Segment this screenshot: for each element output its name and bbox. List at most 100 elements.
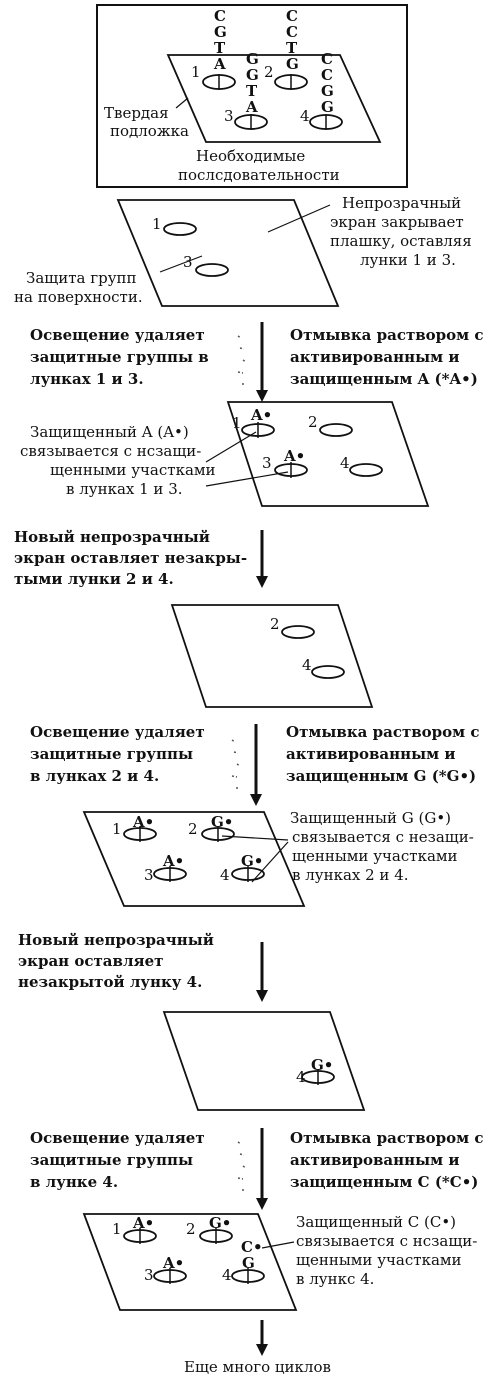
well-2-base-1: C	[286, 7, 298, 25]
well-2-base-2: C	[286, 23, 298, 41]
step-1-screen-line-3: плашку, оставляя	[330, 232, 472, 250]
step-2-right-line-1: Отмывка раствором с	[290, 326, 484, 344]
step-8-right-line-2: активированным и	[290, 1151, 460, 1169]
well-4-base-3: G	[321, 82, 334, 100]
well-3-base-1: G	[246, 50, 259, 68]
well-3-base-4: A	[245, 98, 258, 116]
step-1-protect-line-2: на поверхности.	[14, 288, 143, 306]
step-9-well-3-number: 3	[144, 1266, 154, 1284]
well-4-base-2: C	[321, 66, 333, 84]
step-9-well-4-base-c: C•	[241, 1238, 263, 1256]
step-2-deprotect-wash-a: Освещение удаляет защитные группы в лунк…	[30, 322, 484, 402]
step-3-text-line-4: в лунках 1 и 3.	[66, 480, 183, 498]
step-1-screen-pointer	[267, 204, 331, 233]
step-6-well-4-number: 4	[220, 866, 230, 884]
step-6-well-3-number: 3	[144, 866, 154, 884]
step-1-well-1-number: 1	[152, 215, 162, 233]
step-4-new-mask: Новый непрозрачный экран оставляет незак…	[14, 528, 374, 708]
step-5-deprotect-wash-g: Освещение удаляет защитные группы в лунк…	[30, 723, 480, 806]
step-5-left-line-1: Освещение удаляет	[30, 723, 205, 741]
step-3-well-2-number: 2	[308, 413, 318, 431]
step-2-left-line-2: защитные группы в	[30, 348, 209, 366]
step-8-deprotect-wash-c: Освещение удаляет защитные группы в лунк…	[30, 1128, 484, 1210]
step-7-well-4-number: 4	[296, 1068, 306, 1086]
support-label-line-2: подложка	[110, 122, 189, 140]
step-2-left-line-1: Освещение удаляет	[30, 326, 205, 344]
step-7-text-line-2: экран оставляет	[18, 952, 163, 970]
well-1-base-2: G	[214, 23, 227, 41]
step-6-pointer-2	[221, 835, 289, 841]
support-pointer	[175, 97, 189, 109]
well-2-number: 2	[264, 63, 274, 81]
step-8-left-line-1: Освещение удаляет	[30, 1129, 205, 1147]
well-4-base-1: C	[321, 50, 333, 68]
step-6-well-1-number: 1	[112, 820, 122, 838]
step-3-pointer-3	[205, 471, 289, 487]
step-4-text-line-2: экран оставляет незакры-	[14, 549, 247, 567]
step-8-light-rays	[237, 1141, 247, 1191]
step-3-text-line-1: Защищенный A (A•)	[30, 423, 189, 441]
step-7-text-line-3: незакрытой лунку 4.	[18, 973, 202, 991]
well-2-base-4: G	[286, 55, 299, 73]
step-4-well-2	[281, 625, 315, 639]
step-1-screen-line-4: лунки 1 и 3.	[360, 251, 456, 269]
footer: Еще много циклов	[184, 1320, 331, 1376]
step-6-well-3-base: A•	[162, 852, 184, 870]
well-3-base-2: G	[246, 66, 259, 84]
step-2-left-line-3: лунках 1 и 3.	[30, 370, 144, 388]
top-panel-frame	[96, 4, 408, 188]
step-3-plate	[226, 401, 430, 507]
step-6-well-4-base: G•	[241, 852, 263, 870]
step-5-left-line-2: защитные группы	[30, 745, 193, 763]
step-1-protect-line-1: Защита групп	[26, 269, 137, 287]
step-3-text-line-3: щенными участками	[50, 461, 216, 479]
step-8-right-line-3: защищенным C (*C•)	[290, 1173, 478, 1191]
step-5-left-line-3: в лунках 2 и 4.	[30, 767, 159, 785]
step-7-text-line-1: Новый непрозрачный	[18, 931, 214, 949]
well-1-base-4: A	[213, 55, 226, 73]
step-9-well-1-base: A•	[132, 1214, 154, 1232]
step-4-well-4-number: 4	[302, 656, 312, 674]
step-5-right-line-3: защищенным G (*G•)	[286, 767, 476, 785]
top-caption-line-1: Необходимые	[196, 147, 305, 165]
step-6-well-2-number: 2	[188, 820, 198, 838]
step-3-well-1-number: 1	[232, 414, 242, 432]
step-4-well-4	[311, 665, 345, 679]
step-3-well-3-base: A•	[283, 447, 305, 465]
step-6-text-line-4: в лунках 2 и 4.	[292, 866, 409, 884]
step-2-right-line-3: защищенным A (*A•)	[290, 370, 478, 388]
step-4-text-line-3: тыми лунки 2 и 4.	[14, 570, 174, 588]
step-6-text-line-2: связывается с незащи-	[292, 828, 474, 846]
step-3-well-3-number: 3	[262, 454, 272, 472]
step-1-well-3	[195, 263, 229, 277]
step-7-well-4-base: G•	[311, 1056, 333, 1074]
step-1-well-1	[163, 222, 197, 236]
step-8-left-line-3: в лунке 4.	[30, 1173, 118, 1191]
support-label-line-1: Твердая	[104, 104, 169, 122]
step-6-text-line-3: щенными участками	[292, 847, 458, 865]
step-9-well-4-base-g: G	[242, 1254, 255, 1272]
step-9-well-2-base: G•	[209, 1214, 231, 1232]
step-4-text-line-1: Новый непрозрачный	[14, 528, 210, 546]
step-4-plate	[170, 604, 374, 708]
step-9-text-line-1: Защищенный C (C•)	[296, 1213, 456, 1231]
step-9-well-1-number: 1	[112, 1220, 122, 1238]
step-9-text-line-3: щенными участками	[296, 1251, 462, 1269]
footer-text: Еще много циклов	[184, 1358, 331, 1376]
top-panel: 1 C G T A 3 G G T A 2 C C T G 4 C C G G …	[96, 4, 408, 188]
step-3-well-1-base: A•	[250, 406, 272, 424]
step-1-plate	[116, 199, 340, 307]
top-caption-line-2: послсдовательности	[178, 166, 340, 184]
step-7-new-mask: Новый непрозрачный экран оставляет незак…	[18, 931, 366, 1111]
step-8-right-line-1: Отмывка раствором с	[290, 1129, 484, 1147]
step-7-plate	[162, 1011, 366, 1111]
solid-support-plate	[166, 54, 382, 143]
step-6-plate	[82, 811, 306, 907]
step-1-mask: 1 3 Непрозрачный экран закрывает плашку,…	[14, 194, 472, 307]
step-6-well-2-base: G•	[211, 813, 233, 831]
step-5-right-line-2: активированным и	[286, 745, 456, 763]
well-2-base-3: T	[286, 39, 298, 57]
step-2-light-rays	[237, 335, 247, 385]
step-3-well-4-number: 4	[340, 454, 350, 472]
